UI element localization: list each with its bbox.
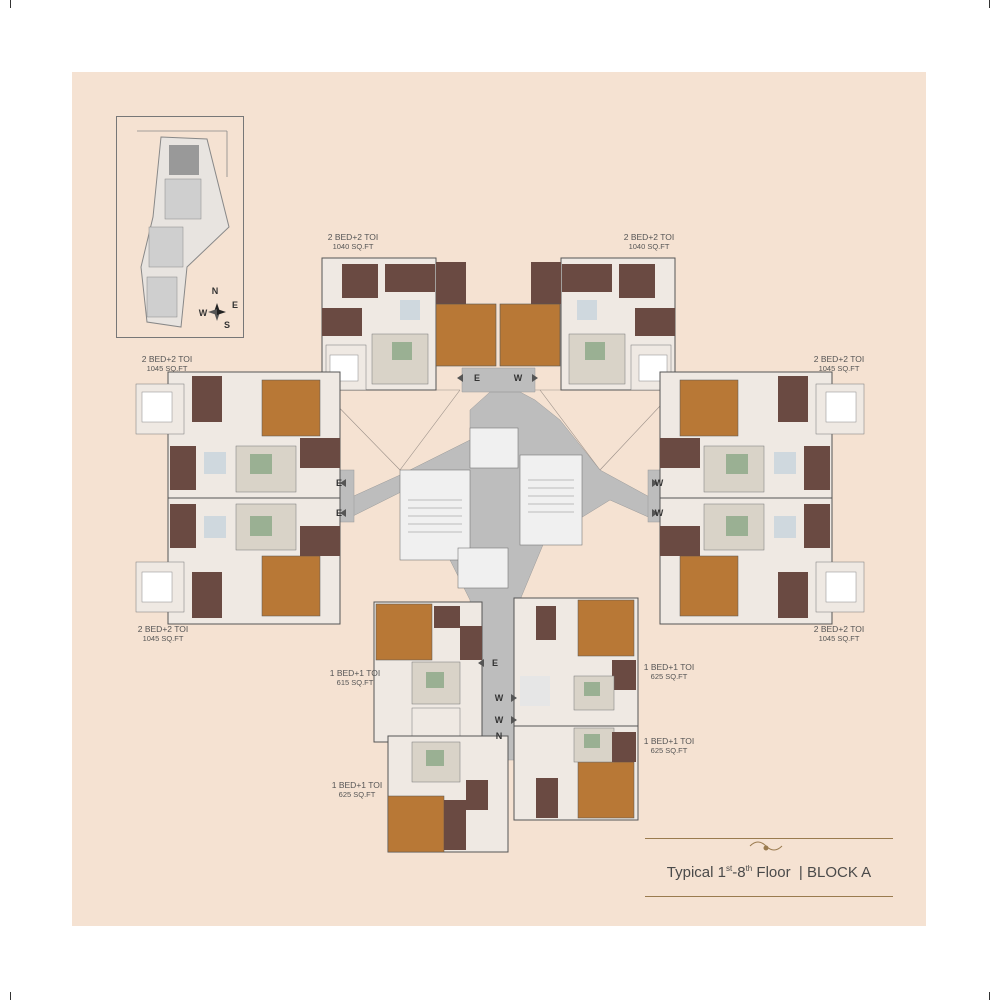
- compass-n-label: N: [211, 286, 219, 296]
- unit-2bhk-left-lower: [135, 497, 341, 625]
- direction-e-label: E: [335, 508, 342, 518]
- direction-w-label: W: [494, 715, 504, 725]
- compass-icon: [208, 303, 226, 321]
- unit-2bhk-right-upper: [659, 371, 865, 499]
- key-plan: [116, 116, 244, 338]
- title-rule-bottom: [645, 896, 893, 897]
- crop-mark: [989, 992, 990, 1000]
- title-rule-top: [645, 838, 893, 839]
- unit-1bhk-left-lower: [387, 735, 509, 853]
- ornament-icon: [749, 841, 783, 851]
- unit-2bhk-top-left: [321, 257, 497, 391]
- direction-w-label: W: [654, 508, 664, 518]
- direction-w-label: W: [654, 478, 664, 488]
- crop-mark: [989, 0, 990, 8]
- direction-e-label: E: [473, 373, 480, 383]
- floor-title: Typical 1st-8th Floor | BLOCK A: [666, 864, 872, 881]
- stair-core-right: [519, 454, 583, 546]
- unit-1bhk-right-lower: [513, 725, 639, 821]
- direction-w-label: W: [513, 373, 523, 383]
- direction-e-label: E: [335, 478, 342, 488]
- unit-2bhk-left-upper: [135, 371, 341, 499]
- unit-1bhk-left-upper: [373, 601, 483, 743]
- direction-w-label: W: [494, 693, 504, 703]
- stair-core-left: [399, 469, 471, 561]
- direction-n-label: N: [495, 731, 503, 741]
- compass-w-label: W: [198, 308, 208, 318]
- crop-mark: [10, 992, 11, 1000]
- floor-title-block: Typical 1st-8th Floor | BLOCK A: [645, 838, 893, 898]
- direction-e-label: E: [491, 658, 498, 668]
- unit-2bhk-right-lower: [659, 497, 865, 625]
- crop-mark: [10, 0, 11, 8]
- compass-e-label: E: [231, 300, 238, 310]
- key-plan-drawing: [137, 130, 230, 328]
- unit-1bhk-right-upper: [513, 597, 639, 727]
- compass-s-label: S: [223, 320, 230, 330]
- unit-2bhk-top-right: [499, 257, 676, 391]
